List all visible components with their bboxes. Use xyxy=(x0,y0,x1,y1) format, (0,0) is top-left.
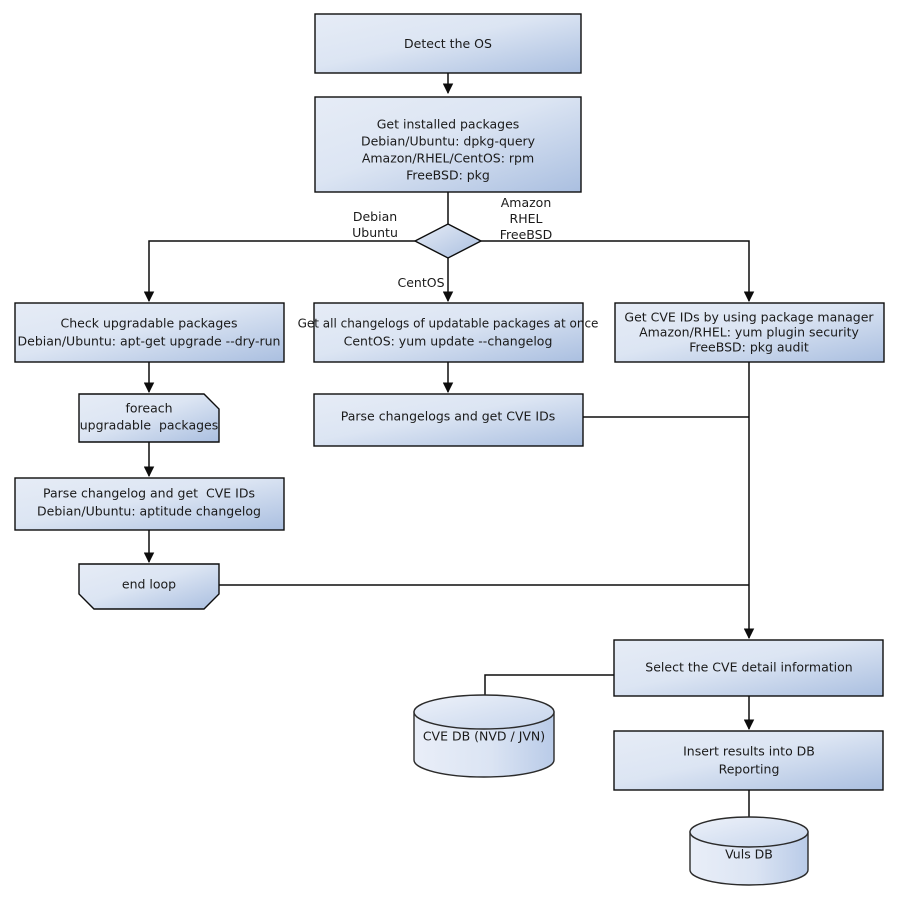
node-get-cve-ids-package-manager[interactable]: Get CVE IDs by using package manager Ama… xyxy=(614,302,885,363)
end-loop-label: end loop xyxy=(122,577,176,592)
get-all-changelogs-line-1: Get all changelogs of updatable packages… xyxy=(298,317,599,331)
get-installed-packages-line-3: Amazon/RHEL/CentOS: rpm xyxy=(362,151,534,166)
cve-db-cylinder-top xyxy=(413,694,555,730)
connector-decision-to-check-upgradable xyxy=(143,240,415,303)
node-foreach-loop-start[interactable]: foreach upgradable packages xyxy=(78,393,220,443)
node-parse-changelog-cve-debian[interactable]: Parse changelog and get CVE IDs Debian/U… xyxy=(14,477,285,531)
check-upgradable-packages-box[interactable] xyxy=(14,302,285,363)
insert-results-line-2: Reporting xyxy=(719,762,780,777)
get-installed-packages-line-4: FreeBSD: pkg xyxy=(406,168,490,183)
node-vuls-db[interactable]: Vuls DB xyxy=(689,816,809,886)
check-upgradable-packages-line-2: Debian/Ubuntu: apt-get upgrade --dry-run xyxy=(18,334,281,349)
parse-changelog-debian-line-1: Parse changelog and get CVE IDs xyxy=(43,486,255,501)
detect-os-label: Detect the OS xyxy=(404,36,492,51)
insert-results-db-box[interactable] xyxy=(613,730,884,791)
get-installed-packages-box[interactable] xyxy=(314,96,582,193)
edge-label-amazon: Amazon xyxy=(501,195,552,210)
edge-labels: Debian Ubuntu Amazon RHEL FreeBSD CentOS xyxy=(352,195,552,290)
get-cve-ids-line-1: Get CVE IDs by using package manager xyxy=(624,310,874,325)
get-cve-ids-line-2: Amazon/RHEL: yum plugin security xyxy=(639,325,859,340)
edge-label-centos: CentOS xyxy=(397,275,444,290)
parse-changelogs-cve-box[interactable] xyxy=(313,393,584,447)
connector-decision-to-package-manager xyxy=(481,240,755,303)
check-upgradable-packages-line-1: Check upgradable packages xyxy=(61,316,238,331)
detect-os-box[interactable] xyxy=(314,13,582,74)
foreach-label-line-1: foreach xyxy=(125,401,172,416)
node-os-decision[interactable] xyxy=(413,223,483,259)
edge-label-rhel: RHEL xyxy=(510,211,543,226)
vuls-db-label: Vuls DB xyxy=(725,847,773,862)
node-cve-db[interactable]: CVE DB (NVD / JVN) xyxy=(413,694,555,778)
parse-changelog-debian-line-2: Debian/Ubuntu: aptitude changelog xyxy=(37,504,261,519)
select-cve-detail-box[interactable] xyxy=(613,639,884,697)
get-installed-packages-line-2: Debian/Ubuntu: dpkg-query xyxy=(361,134,536,149)
parse-changelog-cve-debian-box[interactable] xyxy=(14,477,285,531)
end-loop-shape[interactable] xyxy=(78,563,220,610)
vuls-db-cylinder-top xyxy=(689,816,809,848)
edge-label-debian: Debian xyxy=(353,209,397,224)
edge-label-freebsd: FreeBSD xyxy=(500,227,552,242)
node-get-installed-packages[interactable]: Get installed packages Debian/Ubuntu: dp… xyxy=(314,96,582,193)
node-get-all-changelogs[interactable]: Get all changelogs of updatable packages… xyxy=(298,302,599,363)
get-installed-packages-line-1: Get installed packages xyxy=(377,117,520,132)
select-cve-detail-label: Select the CVE detail information xyxy=(645,660,852,675)
get-all-changelogs-box[interactable] xyxy=(313,302,584,363)
node-parse-changelogs-cve[interactable]: Parse changelogs and get CVE IDs xyxy=(313,393,584,447)
os-decision-diamond[interactable] xyxy=(413,223,483,259)
parse-changelogs-cve-label: Parse changelogs and get CVE IDs xyxy=(341,409,555,424)
node-select-cve-detail[interactable]: Select the CVE detail information xyxy=(613,639,884,697)
node-insert-results-db[interactable]: Insert results into DB Reporting xyxy=(613,730,884,791)
foreach-loop-shape[interactable] xyxy=(78,393,220,443)
cve-db-label: CVE DB (NVD / JVN) xyxy=(423,729,545,744)
insert-results-line-1: Insert results into DB xyxy=(683,744,815,759)
get-all-changelogs-line-2: CentOS: yum update --changelog xyxy=(344,334,553,349)
get-cve-ids-line-3: FreeBSD: pkg audit xyxy=(689,340,809,355)
cve-db-cylinder-body[interactable] xyxy=(413,711,555,778)
foreach-label-line-2: upgradable packages xyxy=(80,418,219,433)
node-detect-os[interactable]: Detect the OS xyxy=(314,13,582,74)
node-end-loop[interactable]: end loop xyxy=(78,563,220,610)
edge-label-ubuntu: Ubuntu xyxy=(352,225,398,240)
node-check-upgradable-packages[interactable]: Check upgradable packages Debian/Ubuntu:… xyxy=(14,302,285,363)
get-cve-ids-package-manager-box[interactable] xyxy=(614,302,885,363)
